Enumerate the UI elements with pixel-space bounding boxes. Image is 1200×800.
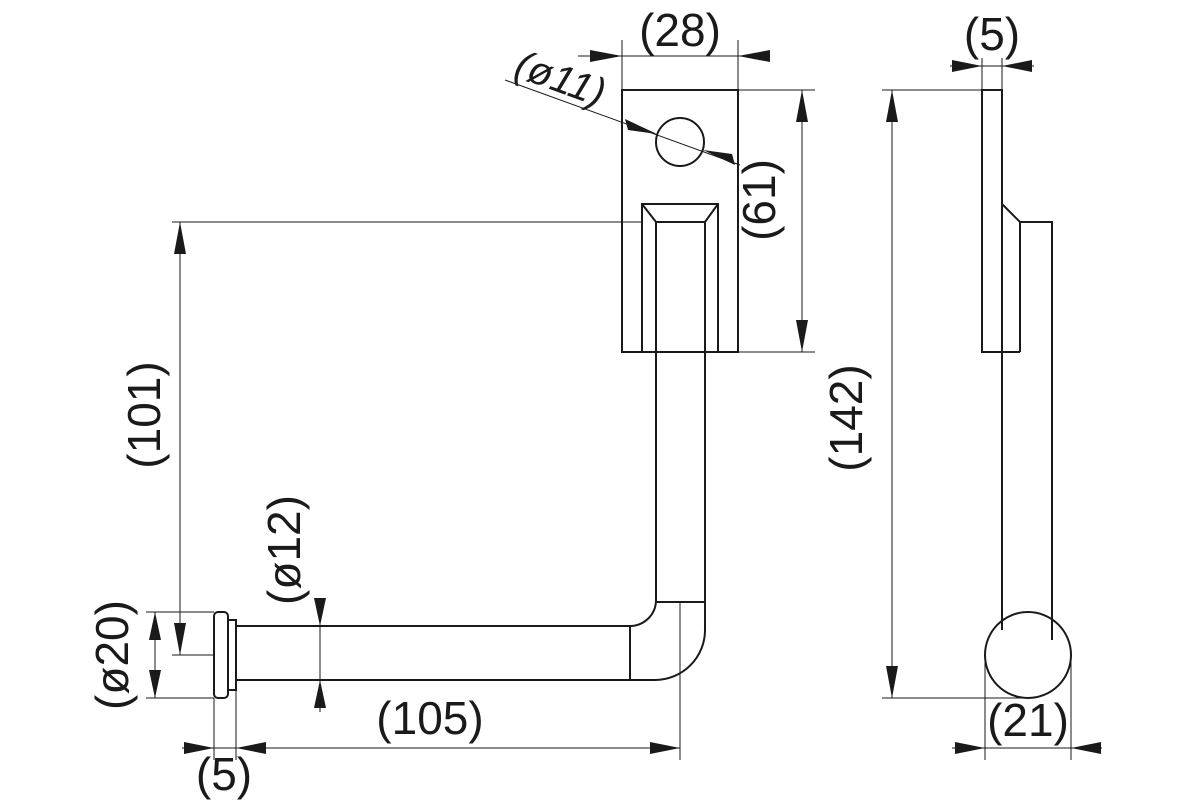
dimension-disc-thickness-5-label: (5) [196, 748, 252, 800]
side-plate [981, 89, 1003, 353]
dimension-end-21-label: (21) [987, 694, 1069, 746]
dimension-142: (142) [820, 89, 1028, 699]
rod-socket [641, 203, 719, 352]
dimension-plate-5-label: (5) [964, 8, 1020, 60]
dimension-disc-thickness-5: (5) [196, 748, 252, 800]
dimension-28-label: (28) [639, 4, 721, 56]
dimension-disc-20-label: (ø20) [86, 600, 138, 710]
rod [236, 222, 706, 681]
mounting-plate [621, 89, 739, 353]
dimension-disc-20: (ø20) [86, 600, 214, 710]
side-socket [982, 203, 1053, 640]
mounting-hole [655, 117, 705, 167]
dimension-plate-5: (5) [950, 8, 1034, 90]
dimension-101-label: (101) [118, 361, 170, 468]
dimension-28: (28) [578, 4, 770, 90]
side-view [981, 89, 1072, 699]
dimension-61: (61) [733, 89, 815, 353]
dimension-61-label: (61) [733, 159, 785, 241]
dimension-end-21: (21) [952, 655, 1102, 760]
dimension-142-label: (142) [820, 364, 872, 471]
end-disc [213, 611, 237, 699]
front-view [213, 89, 739, 699]
dimension-rod-12-label: (ø12) [258, 495, 310, 605]
dimension-101: (101) [118, 221, 642, 656]
side-end-disc [984, 611, 1072, 699]
dimension-rod-12: (ø12) [258, 495, 326, 712]
dimension-105-label: (105) [376, 692, 483, 744]
dimension-105: (105) [182, 602, 681, 760]
